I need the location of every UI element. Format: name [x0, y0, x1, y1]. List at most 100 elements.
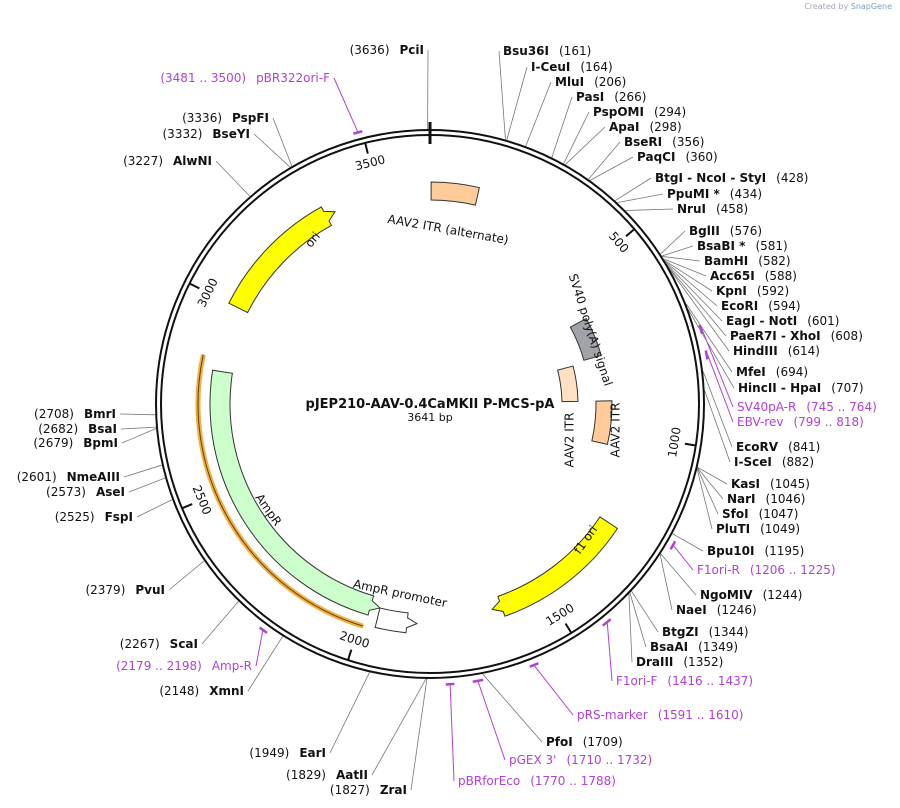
- feature-polya: [569, 317, 602, 361]
- restriction-site: (2573)AseI: [46, 485, 125, 499]
- feature-itr: [591, 400, 613, 446]
- site-position: (1349): [698, 640, 738, 654]
- site-name: PluTI: [716, 522, 750, 536]
- restriction-site: PasI (266): [576, 90, 646, 104]
- primer-mark: [669, 540, 677, 550]
- restriction-site: PspOMI(294): [593, 105, 686, 119]
- site-position: (2148): [159, 684, 199, 698]
- site-leader: [123, 464, 162, 478]
- feature-label: AAV2 ITR: [609, 403, 623, 458]
- restriction-site: EagI - NotI(601): [726, 314, 839, 328]
- primer-range: (2179 .. 2198): [116, 659, 202, 673]
- site-name: BamHI: [704, 254, 748, 268]
- site-position: (1049): [760, 522, 800, 536]
- site-leader: [551, 96, 573, 158]
- site-name: PaeR7I - XhoI: [730, 329, 821, 343]
- primer-name: EBV-rev: [737, 415, 783, 429]
- site-name: NruI: [677, 202, 706, 216]
- site-name: ScaI: [170, 637, 198, 651]
- credit-brand: SnapGene: [850, 2, 892, 11]
- site-leader: [525, 81, 552, 147]
- primer-range: (1591 .. 1610): [658, 708, 744, 722]
- restriction-site: EcoRV(841): [736, 440, 820, 454]
- site-position: (356): [672, 135, 704, 149]
- site-leader: [660, 553, 697, 596]
- site-position: (608): [831, 329, 863, 343]
- primer-label: pBRforEco(1770 .. 1788): [458, 774, 616, 788]
- site-leader: [215, 160, 251, 197]
- site-position: (601): [807, 314, 839, 328]
- site-leader: [614, 177, 652, 201]
- site-name: NmeAIII: [67, 470, 120, 484]
- feature-ampr: [209, 369, 381, 616]
- site-name: PasI: [576, 90, 604, 104]
- credit-prefix: Created by: [804, 2, 849, 11]
- restriction-site: (2148)XmnI: [159, 684, 244, 698]
- site-position: (594): [768, 299, 800, 313]
- restriction-site: PaeR7I - XhoI (608): [730, 329, 863, 343]
- primer-range: (1416 .. 1437): [667, 674, 753, 688]
- tick-mark: [564, 623, 573, 634]
- site-name: AseI: [96, 485, 125, 499]
- site-leader: [253, 133, 291, 168]
- restriction-site: NgoMIV(1244): [700, 588, 802, 602]
- site-position: (1949): [249, 746, 289, 760]
- site-leader: [687, 309, 735, 389]
- primer-mark: [601, 618, 612, 627]
- snapgene-credit: Created by SnapGene: [804, 2, 892, 11]
- site-leader: [659, 554, 673, 611]
- restriction-site: PfoI(1709): [546, 735, 623, 749]
- site-leader: [617, 193, 664, 203]
- site-position: (164): [580, 60, 612, 74]
- site-name: MluI: [555, 75, 584, 89]
- site-position: (458): [716, 202, 748, 216]
- site-position: (3332): [163, 127, 203, 141]
- primer-mark: [445, 682, 455, 686]
- feature-itr_alt: [556, 365, 579, 403]
- site-leader: [669, 269, 730, 352]
- site-leader: [697, 467, 728, 485]
- site-name: NarI: [727, 492, 756, 506]
- site-position: (1045): [770, 477, 810, 491]
- site-position: (266): [614, 90, 646, 104]
- restriction-site: HindIII(614): [733, 344, 820, 358]
- feature-ori: [491, 516, 619, 617]
- tick-mark: [364, 142, 369, 154]
- restriction-site: BsaAI(1349): [650, 640, 738, 654]
- site-name: HincII - HpaI: [738, 381, 821, 395]
- site-leader: [629, 592, 647, 648]
- site-name: BtgZI: [662, 625, 699, 639]
- restriction-site: Acc65I(588): [710, 269, 797, 283]
- restriction-site: DraIII(1352): [636, 655, 723, 669]
- site-position: (1344): [709, 625, 749, 639]
- primer-label: F1ori-R(1206 .. 1225): [697, 563, 836, 577]
- feature-arcs: [195, 181, 619, 634]
- site-position: (2379): [85, 583, 125, 597]
- site-name: Bpu10I: [707, 544, 754, 558]
- site-leader: [666, 263, 723, 322]
- primer-leader: [707, 354, 734, 423]
- site-position: (161): [559, 44, 591, 58]
- site-name: PpuMI *: [667, 187, 721, 201]
- site-name: FspI: [105, 510, 133, 524]
- site-leader: [247, 636, 284, 692]
- restriction-site: (1827)ZraI: [330, 783, 407, 797]
- restriction-site: SfoI(1047): [722, 507, 798, 521]
- site-leader: [685, 303, 733, 373]
- site-leader: [668, 266, 727, 337]
- site-position: (3227): [123, 154, 163, 168]
- primer-mark: [698, 324, 704, 335]
- primer-name: F1ori-F: [616, 674, 657, 688]
- feature-itr: [430, 181, 480, 206]
- site-name: AatII: [336, 768, 368, 782]
- site-position: (582): [758, 254, 790, 268]
- tick-label: 2000: [338, 628, 371, 651]
- site-position: (298): [649, 120, 681, 134]
- primer-name: SV40pA-R: [737, 400, 796, 414]
- restriction-site: (2379)PvuI: [85, 583, 165, 597]
- primer-mark: [353, 130, 363, 135]
- site-position: (2601): [17, 470, 57, 484]
- restriction-site: (3336)PspFI: [182, 111, 269, 125]
- site-name: Bsu36I: [503, 44, 549, 58]
- restriction-site: BamHI (582): [704, 254, 791, 268]
